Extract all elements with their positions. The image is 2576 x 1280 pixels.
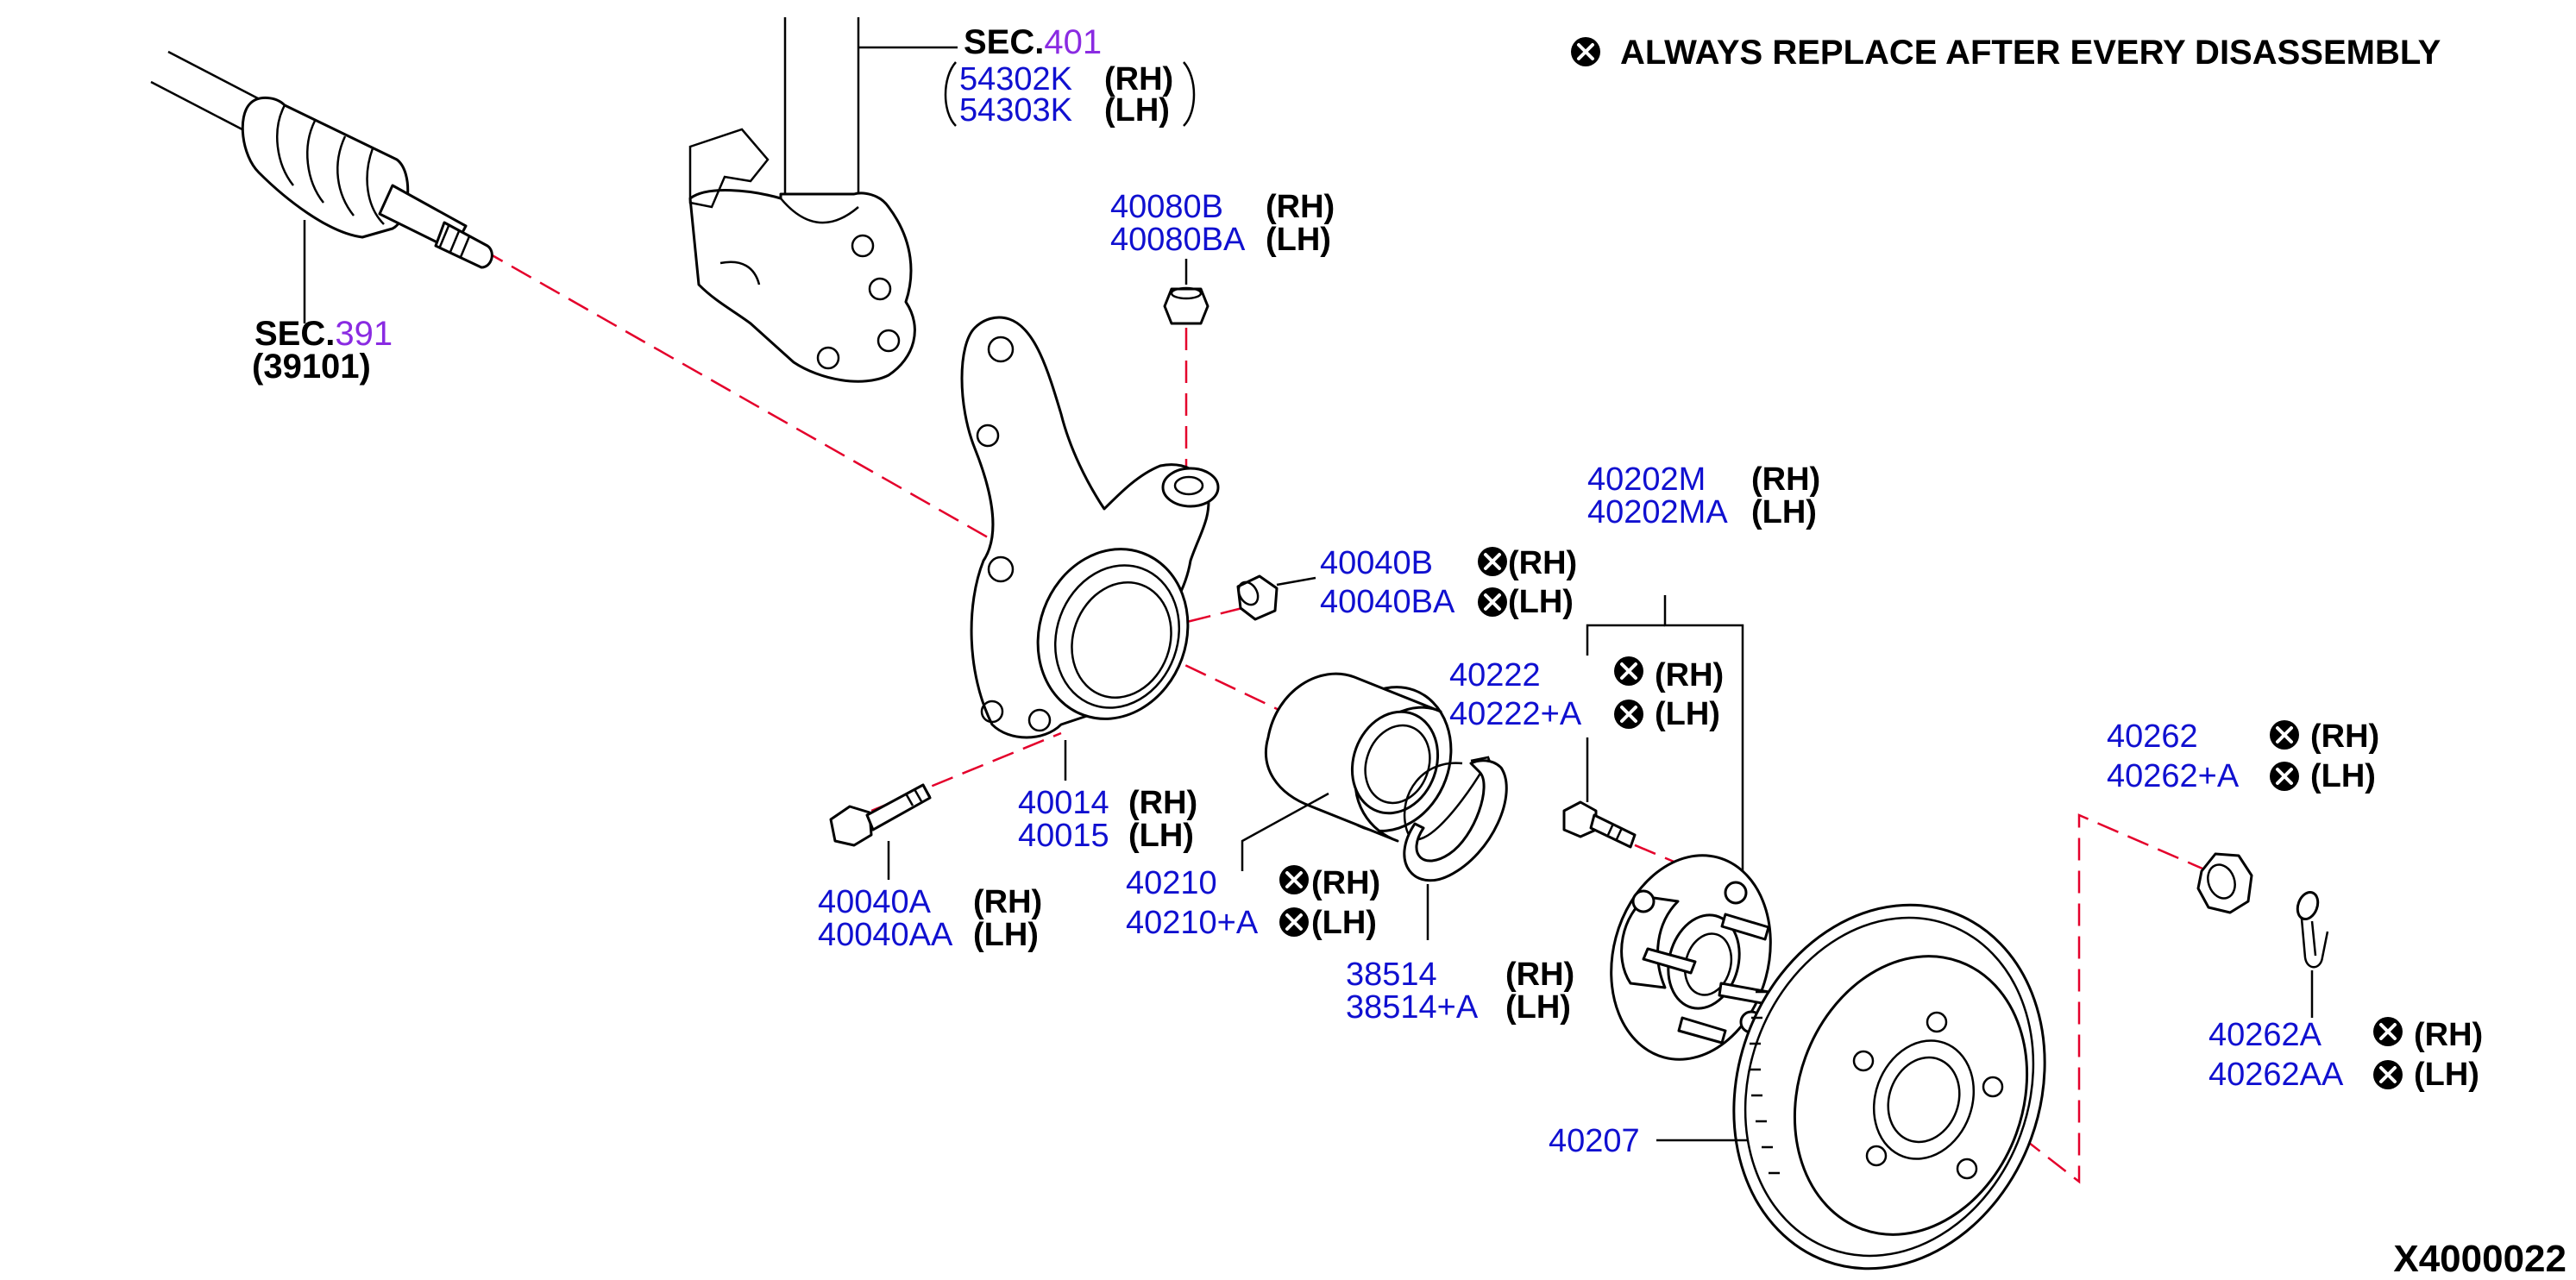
pn-40202ma[interactable]: 40202MA: [1587, 494, 1728, 530]
callout-40262: 40262 (RH) 40262+A (LH): [2107, 718, 2379, 794]
pn-40080ba[interactable]: 40080BA: [1110, 222, 1246, 258]
nut-40040b[interactable]: [1235, 574, 1279, 621]
replace-note: ALWAYS REPLACE AFTER EVERY DISASSEMBLY: [1620, 34, 2441, 72]
side-54303k: (LH): [1104, 92, 1170, 129]
pn-38514[interactable]: 38514: [1346, 957, 1437, 993]
sec401-prefix: SEC.: [964, 23, 1044, 61]
sec391-prefix: SEC.: [254, 315, 335, 353]
pn-54302k[interactable]: 54302K: [959, 61, 1072, 97]
callout-40262a: 40262A (RH) 40262AA (LH): [2208, 1015, 2483, 1093]
side-40080ba: (LH): [1266, 222, 1331, 258]
pn-40040ba[interactable]: 40040BA: [1320, 584, 1455, 620]
axle-nut-40262[interactable]: [2196, 852, 2253, 914]
callout-40040a: 40040A (RH) 40040AA (LH): [818, 884, 1042, 953]
snap-ring-38514[interactable]: [1403, 756, 1508, 882]
strut-assembly[interactable]: [688, 17, 916, 383]
callout-40202: 40202M (RH) 40202MA (LH): [1587, 461, 1820, 530]
steering-knuckle[interactable]: [960, 316, 1220, 740]
side-38514a: (LH): [1505, 989, 1571, 1026]
close-paren: [1183, 61, 1196, 127]
pn-40202m[interactable]: 40202M: [1587, 461, 1706, 498]
side-40210: (RH): [1311, 865, 1380, 901]
side-40262: (RH): [2310, 718, 2379, 755]
side-40262a-lh: (LH): [2310, 758, 2376, 794]
sec401-number[interactable]: 401: [1044, 23, 1102, 61]
side-40080b: (RH): [1266, 189, 1335, 225]
bolt-40040a[interactable]: [829, 783, 932, 847]
replace-icon-40262: [2268, 718, 2301, 751]
pn-40015[interactable]: 40015: [1018, 818, 1109, 854]
callout-40222: 40222 (RH) 40222+A (LH): [1449, 655, 1724, 732]
pn-40262aa[interactable]: 40262AA: [2208, 1057, 2344, 1093]
callout-sec391: SEC.391 (39101): [252, 315, 393, 386]
sec391-sub: (39101): [252, 348, 371, 386]
sec391-number[interactable]: 391: [335, 315, 393, 353]
pn-40222[interactable]: 40222: [1449, 657, 1541, 693]
side-40202ma: (LH): [1751, 494, 1817, 530]
cotter-pin-40262a[interactable]: [2294, 889, 2329, 969]
side-40040ba: (LH): [1508, 584, 1574, 620]
pn-40262[interactable]: 40262: [2107, 718, 2198, 755]
pn-40262a-lh[interactable]: 40262+A: [2107, 758, 2240, 794]
replace-icon-40040b: [1476, 545, 1509, 578]
open-paren: [944, 61, 957, 127]
side-40262a: (RH): [2414, 1017, 2483, 1053]
wheel-bearing-40210[interactable]: [1264, 669, 1470, 849]
side-38514: (RH): [1505, 957, 1574, 993]
hub-bolt-40222[interactable]: [1562, 800, 1637, 849]
leader-lines: [303, 46, 2314, 1142]
side-40222: (RH): [1655, 657, 1724, 693]
side-40202m: (RH): [1751, 461, 1820, 498]
svg-text:SEC.401: SEC.401: [964, 23, 1102, 61]
side-40014: (RH): [1128, 785, 1197, 821]
brake-rotor-40207[interactable]: [1684, 861, 2095, 1280]
replace-icon-40210: [1278, 863, 1310, 896]
replace-icon-40262aa: [2372, 1058, 2404, 1091]
pn-40222a[interactable]: 40222+A: [1449, 696, 1582, 732]
pn-40040a[interactable]: 40040A: [818, 884, 932, 920]
pn-40040aa[interactable]: 40040AA: [818, 917, 953, 953]
replace-icon-40262a-lh: [2268, 760, 2301, 793]
side-40040a: (RH): [973, 884, 1042, 920]
replace-icon-40222: [1612, 655, 1645, 687]
side-54302k: (RH): [1104, 61, 1173, 97]
pn-40262a[interactable]: 40262A: [2208, 1017, 2322, 1053]
pn-38514a[interactable]: 38514+A: [1346, 989, 1479, 1026]
replace-always-icon: [1569, 35, 1602, 68]
replace-icon-40210a: [1278, 906, 1310, 938]
pn-40207[interactable]: 40207: [1549, 1123, 1640, 1159]
nut-40080[interactable]: [1163, 286, 1209, 325]
replace-icon-40262a: [2372, 1015, 2404, 1048]
callout-40080: 40080B (RH) 40080BA (LH): [1110, 189, 1335, 258]
side-40040b: (RH): [1508, 545, 1577, 581]
pn-40040b[interactable]: 40040B: [1320, 545, 1433, 581]
side-40210a: (LH): [1311, 905, 1377, 941]
side-40040aa: (LH): [973, 917, 1039, 953]
pn-40210[interactable]: 40210: [1126, 865, 1217, 901]
callout-40040b: 40040B (RH) 40040BA (LH): [1320, 545, 1577, 620]
pn-40080b[interactable]: 40080B: [1110, 189, 1223, 225]
callout-38514: 38514 (RH) 38514+A (LH): [1346, 957, 1574, 1026]
callout-40210: 40210 (RH) 40210+A (LH): [1126, 863, 1380, 941]
replace-icon-40222a: [1612, 698, 1645, 731]
diagram-code: X4000022: [2393, 1238, 2567, 1280]
pn-54303k[interactable]: 54303K: [959, 92, 1072, 129]
wheel-hub-40202[interactable]: [1589, 838, 1793, 1077]
drive-shaft[interactable]: [150, 50, 493, 269]
callout-40014: 40014 (RH) 40015 (LH): [1018, 785, 1197, 854]
side-40222a: (LH): [1655, 696, 1720, 732]
side-40262aa: (LH): [2414, 1057, 2479, 1093]
pn-40210a[interactable]: 40210+A: [1126, 905, 1259, 941]
replace-icon-40040ba: [1476, 586, 1509, 618]
callout-sec401: SEC.401 54302K (RH) 54303K (LH): [944, 23, 1196, 129]
pn-40014[interactable]: 40014: [1018, 785, 1109, 821]
side-40015: (LH): [1128, 818, 1194, 854]
svg-text:SEC.391: SEC.391: [254, 315, 393, 353]
